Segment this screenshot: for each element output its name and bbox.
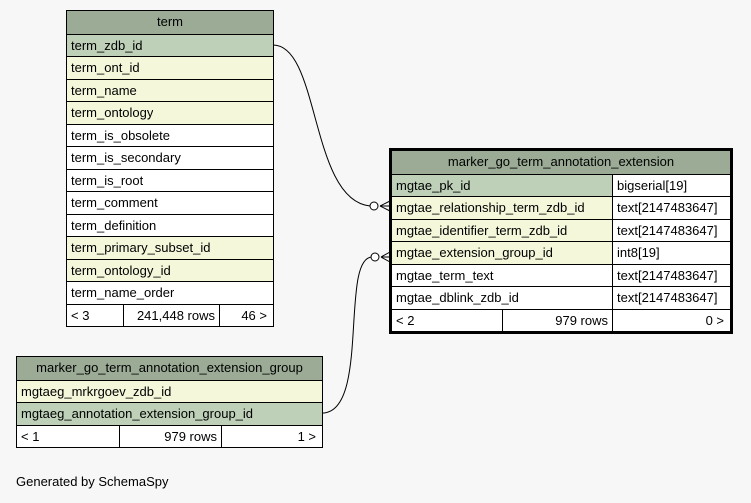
column-name: term_primary_subset_id (71, 240, 211, 255)
term-column-row[interactable]: term_comment (67, 191, 273, 214)
term-column-row[interactable]: term_is_obsolete (67, 123, 273, 146)
table-term-footer: < 3 241,448 rows 46 > (67, 303, 273, 326)
children-link[interactable]: 1 > (221, 425, 322, 447)
column-name: term_zdb_id (71, 37, 143, 53)
column-name: term_ontology (71, 105, 154, 120)
extension-column-row[interactable]: mgtae_relationship_term_zdb_id text[2147… (392, 196, 730, 219)
column-name: term_is_obsolete (71, 127, 170, 143)
extension-column-row[interactable]: mgtae_dblink_zdb_id text[2147483647] (392, 286, 730, 309)
generated-by-label: Generated by SchemaSpy (16, 474, 169, 489)
column-name: term_definition (71, 217, 157, 233)
column-name: term_comment (71, 195, 158, 210)
column-name: mgtaeg_mrkrgoev_zdb_id (21, 383, 172, 399)
term-column-row[interactable]: term_name (67, 78, 273, 101)
column-type: text[2147483647] (612, 219, 730, 241)
term-column-row[interactable]: term_is_root (67, 168, 273, 191)
column-name: mgtae_extension_group_id (396, 245, 553, 260)
term-column-row[interactable]: term_ont_id (67, 56, 273, 79)
term-column-row[interactable]: term_name_order (67, 281, 273, 304)
table-extension-footer: < 2 979 rows 0 > (392, 308, 730, 331)
edge-group-optional-marker (370, 252, 380, 262)
column-name: term_name_order (71, 285, 175, 300)
parents-link[interactable]: < 2 (396, 312, 415, 328)
extension-column-row[interactable]: mgtae_extension_group_id int8[19] (392, 241, 730, 264)
column-name: mgtae_relationship_term_zdb_id (396, 200, 585, 215)
term-column-row[interactable]: term_primary_subset_id (67, 236, 273, 259)
edge-group-crowfoot (380, 251, 391, 263)
term-column-row[interactable]: term_ontology_id (67, 258, 273, 281)
column-name: term_is_root (71, 172, 144, 188)
group-column-row[interactable]: mgtaeg_mrkrgoev_zdb_id (17, 379, 322, 402)
parents-link[interactable]: < 3 (71, 307, 90, 323)
column-name: term_ont_id (71, 60, 140, 75)
column-name: term_name (71, 82, 137, 98)
table-group-footer: < 1 979 rows 1 > (17, 424, 322, 447)
extension-column-row[interactable]: mgtae_pk_id bigserial[19] (392, 173, 730, 196)
edge-group-to-extension (321, 256, 373, 414)
column-type: bigserial[19] (612, 174, 730, 196)
column-type: int8[19] (612, 242, 730, 264)
column-name: mgtaeg_annotation_extension_group_id (21, 406, 254, 421)
table-group-header[interactable]: marker_go_term_annotation_extension_grou… (17, 357, 322, 380)
column-type: text[2147483647] (612, 197, 730, 219)
group-column-row[interactable]: mgtaeg_annotation_extension_group_id (17, 402, 322, 425)
table-term[interactable]: term term_zdb_id term_ont_id term_name t… (66, 10, 274, 327)
children-link[interactable]: 0 > (612, 309, 730, 331)
children-link[interactable]: 46 > (219, 304, 273, 326)
row-count: 979 rows (119, 425, 221, 447)
column-name: mgtae_dblink_zdb_id (396, 290, 519, 305)
column-name: term_ontology_id (71, 262, 171, 278)
edge-term-to-extension (272, 44, 371, 207)
table-term-header[interactable]: term (67, 11, 273, 34)
column-name: mgtae_identifier_term_zdb_id (396, 222, 568, 238)
parents-link[interactable]: < 1 (21, 428, 40, 444)
term-column-row[interactable]: term_is_secondary (67, 146, 273, 169)
row-count: 241,448 rows (123, 304, 219, 326)
edge-term-optional-marker (369, 201, 379, 211)
column-type: text[2147483647] (612, 287, 730, 309)
term-column-row[interactable]: term_definition (67, 213, 273, 236)
term-column-row[interactable]: term_ontology (67, 101, 273, 124)
table-marker-go-term-annotation-extension[interactable]: marker_go_term_annotation_extension mgta… (389, 148, 733, 334)
column-name: term_is_secondary (71, 150, 181, 165)
term-column-row[interactable]: term_zdb_id (67, 33, 273, 56)
column-name: mgtae_pk_id (396, 177, 471, 193)
extension-column-row[interactable]: mgtae_term_text text[2147483647] (392, 263, 730, 286)
extension-column-row[interactable]: mgtae_identifier_term_zdb_id text[214748… (392, 218, 730, 241)
edge-term-crowfoot (379, 200, 391, 212)
column-name: mgtae_term_text (396, 267, 494, 283)
column-type: text[2147483647] (612, 264, 730, 286)
table-marker-go-term-annotation-extension-group[interactable]: marker_go_term_annotation_extension_grou… (16, 356, 323, 448)
row-count: 979 rows (502, 309, 612, 331)
table-extension-header[interactable]: marker_go_term_annotation_extension (392, 151, 730, 174)
